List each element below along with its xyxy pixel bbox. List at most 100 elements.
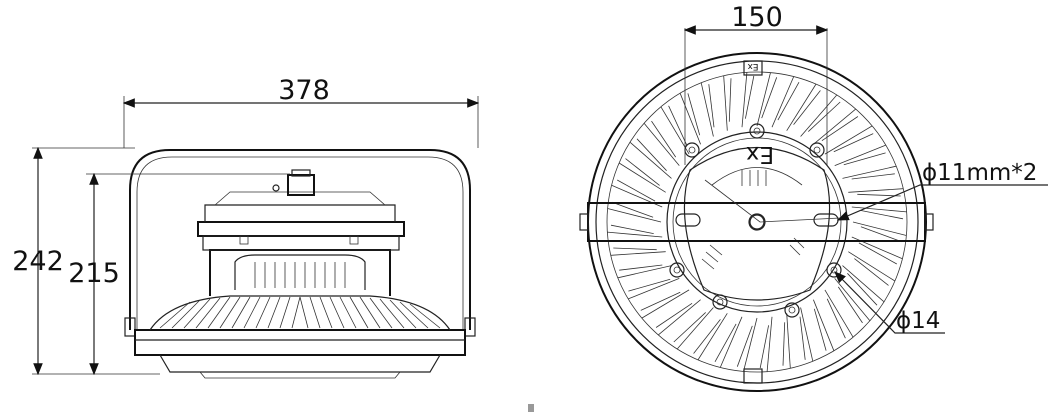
fin-line [743, 317, 758, 372]
fin-line [847, 273, 878, 306]
fin-line [607, 231, 663, 238]
fin-line [641, 289, 690, 319]
fin-line [676, 307, 714, 350]
fin-line [736, 325, 753, 367]
fin-line [808, 101, 841, 132]
fin-line [793, 90, 821, 125]
width-label: 378 [278, 75, 330, 106]
bracket-slot-left [675, 213, 701, 227]
side-base [134, 329, 466, 356]
fin-line [673, 312, 706, 343]
dim-bolt: ϕ14 [834, 271, 945, 334]
scroll-marker [528, 404, 534, 412]
fin-line [628, 278, 680, 300]
fin-line [607, 208, 662, 223]
fin-line [837, 286, 863, 324]
dim-height-outer: 242 [12, 146, 160, 376]
fin-line [843, 152, 886, 166]
fin-line [860, 226, 902, 243]
fin-line [833, 133, 874, 153]
fin-line [834, 144, 886, 166]
fin-line [628, 278, 671, 292]
fin-line [799, 316, 806, 360]
fin-line [640, 291, 681, 311]
fin-line [728, 78, 732, 122]
dim-hole: ϕ11mm*2 [704, 160, 1048, 223]
side-view: 378 242 215 [12, 75, 480, 379]
fin-line [700, 82, 714, 137]
outer-ring [587, 52, 927, 392]
fin-line [610, 251, 666, 256]
side-fins [149, 295, 451, 331]
fin-line [759, 325, 769, 369]
bracket-label: 150 [731, 2, 783, 33]
fin-line [643, 123, 680, 166]
fin-line [800, 307, 814, 362]
side-handle [129, 149, 471, 330]
fin-line [854, 258, 889, 286]
fin-line [618, 162, 666, 193]
fin-line [813, 308, 827, 351]
fin-line [679, 93, 701, 145]
fin-line [771, 76, 795, 128]
fin-line [658, 299, 701, 336]
fin-line [714, 323, 737, 362]
bolt-label: ϕ14 [896, 308, 940, 334]
fin-line [625, 158, 660, 186]
fin-line [651, 120, 677, 158]
fin-line [636, 138, 667, 171]
fin-line [860, 210, 904, 220]
mounting-bracket [579, 202, 934, 242]
inner-vents [701, 170, 805, 270]
fin-line [617, 265, 672, 279]
fin-line [786, 83, 817, 131]
fin-line [741, 72, 748, 128]
fin-line [668, 105, 688, 146]
hole-label: ϕ11mm*2 [922, 160, 1037, 186]
fin-line [782, 322, 786, 366]
fin-line [800, 94, 838, 137]
fin-line [851, 206, 907, 213]
ex-mark-center: Ex [746, 141, 774, 167]
fin-line [821, 116, 859, 142]
ex-mark-top: Ex [747, 61, 759, 71]
fin-line [766, 316, 773, 372]
side-driver-housing [197, 169, 405, 296]
fin-line [697, 313, 728, 361]
fin-line [655, 302, 693, 328]
fin-line [612, 201, 654, 218]
fin-line [660, 106, 690, 155]
fin-line [851, 173, 895, 180]
fin-line [858, 242, 897, 265]
fin-line [708, 84, 715, 128]
fin-line [834, 278, 871, 321]
bracket-slot-right [813, 213, 839, 227]
dim-width: 378 [122, 75, 480, 148]
fin-line [756, 72, 771, 127]
fin-line [745, 75, 755, 119]
fin-line [842, 265, 885, 303]
fin-line [848, 251, 896, 282]
dim-bracket: 150 [683, 2, 829, 165]
fin-line [629, 141, 672, 179]
fin-line [824, 125, 873, 155]
fin-line [687, 93, 701, 136]
fin-line [693, 319, 721, 354]
height-inner-label: 215 [68, 258, 120, 289]
fin-line [786, 313, 791, 369]
fin-line [761, 77, 778, 119]
fin-line [719, 316, 743, 368]
fin-line [813, 299, 835, 351]
fin-line [826, 298, 846, 339]
fin-line [777, 82, 800, 121]
fin-line [813, 108, 856, 145]
fin-line [824, 289, 854, 338]
top-view: Ex Ex 150 ϕ11mm*2 ϕ14 [579, 2, 1048, 392]
dim-height-inner: 215 [68, 172, 290, 376]
fin-line [617, 179, 656, 202]
fin-line [852, 221, 907, 236]
fin-line [619, 264, 663, 271]
fin-line [842, 165, 897, 179]
fin-line [848, 188, 904, 193]
